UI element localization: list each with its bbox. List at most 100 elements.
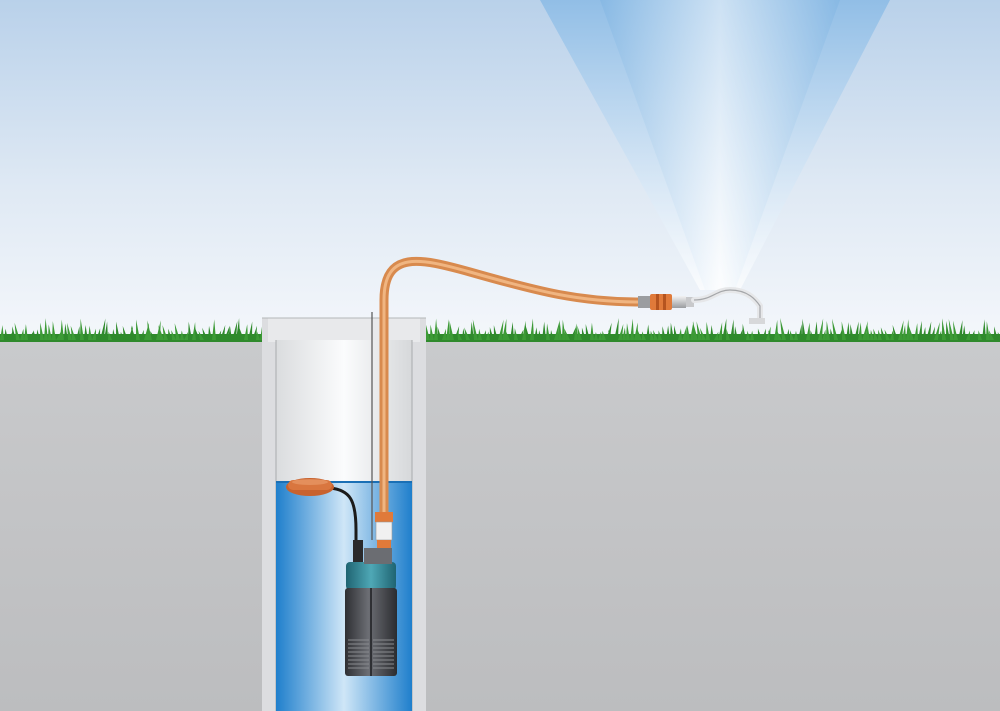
grass-blade xyxy=(810,330,814,340)
grass-blade xyxy=(646,324,650,340)
grass-blade xyxy=(626,323,630,340)
grass-blade xyxy=(40,322,44,340)
grass-blade xyxy=(686,325,690,340)
grass-blade xyxy=(832,318,838,340)
grass-blade xyxy=(757,328,762,340)
grass-blade xyxy=(574,323,578,340)
grass-blade xyxy=(948,319,954,340)
grass-blade xyxy=(538,330,542,340)
grass-blade xyxy=(4,328,8,340)
grass-blade xyxy=(997,331,1000,340)
grass-blade xyxy=(168,328,172,340)
grass-blade xyxy=(884,329,890,340)
grass-blade xyxy=(14,322,20,340)
grass-blade xyxy=(722,318,727,340)
grass-blade xyxy=(442,328,446,340)
grass-blade xyxy=(554,321,560,340)
grass-blade xyxy=(862,320,868,340)
grass-blade xyxy=(522,320,526,340)
grass-blade xyxy=(590,322,594,340)
grass-blade xyxy=(464,327,470,340)
grass-blade xyxy=(634,322,638,340)
grass-blade xyxy=(505,330,510,340)
grass-blade xyxy=(120,331,124,340)
grass-blade xyxy=(682,325,687,340)
grass-blade xyxy=(232,320,238,340)
spray-nozzle xyxy=(691,286,765,324)
grass-blade xyxy=(608,329,614,340)
grass-blade xyxy=(147,320,152,340)
grass-blade xyxy=(692,321,698,340)
grass-blade xyxy=(84,325,88,340)
grass-blade xyxy=(838,327,843,340)
grass-blade xyxy=(562,319,566,340)
grass-blade xyxy=(714,331,719,340)
grass-blade xyxy=(162,325,168,340)
grass-blade xyxy=(774,319,778,340)
grass-blade xyxy=(598,331,602,340)
grass-blade xyxy=(482,330,486,340)
grass-blade xyxy=(564,328,570,340)
grass-blade xyxy=(858,322,862,340)
grass-blade xyxy=(180,330,184,340)
grass-blade xyxy=(67,322,72,340)
grass-blade xyxy=(890,330,894,340)
grass-blade xyxy=(92,328,96,340)
float-switch xyxy=(286,478,334,496)
grass-blade xyxy=(430,324,434,340)
grass-blade xyxy=(602,330,606,340)
grass-blade xyxy=(594,331,598,340)
grass-blade xyxy=(192,321,196,340)
grass-blade xyxy=(236,318,240,340)
grass-blade xyxy=(256,331,260,340)
grass-blade xyxy=(880,327,886,340)
grass-blade xyxy=(96,328,101,340)
grass-blade xyxy=(650,330,654,340)
grass-blade xyxy=(734,326,738,340)
grass-blade xyxy=(220,325,226,340)
grass-blade xyxy=(502,318,507,340)
grass-blade xyxy=(670,322,674,340)
grass-blade xyxy=(64,323,68,340)
grass-blade xyxy=(493,325,498,340)
pump-outlet-connector xyxy=(375,512,393,522)
grass-blade xyxy=(988,330,994,340)
grass-blade xyxy=(870,329,874,340)
grass-blade xyxy=(878,329,882,340)
grass-blade xyxy=(794,330,798,340)
grass-blade xyxy=(0,325,4,340)
float-switch-cable xyxy=(329,486,358,560)
grass-blade xyxy=(174,323,180,340)
grass-blade xyxy=(244,324,248,340)
grass-blade xyxy=(614,318,619,340)
grass-blade xyxy=(462,328,466,340)
grass-blade xyxy=(630,318,634,340)
grass-blade xyxy=(131,325,136,340)
grass-blade xyxy=(970,330,975,340)
grass-blade xyxy=(696,321,702,340)
grass-blade xyxy=(489,327,494,340)
grass-blade xyxy=(171,330,176,340)
grass-blade xyxy=(434,318,438,340)
grass-blade xyxy=(662,326,666,340)
grass-blade xyxy=(946,320,950,340)
grass-blade xyxy=(830,328,834,340)
grass-blade xyxy=(202,327,208,340)
grass-blade xyxy=(814,321,818,340)
grass-blade xyxy=(570,327,576,340)
grass-blade xyxy=(892,324,898,340)
grass-blade xyxy=(866,325,870,340)
grass-blade xyxy=(846,322,850,340)
grass-blade xyxy=(953,320,958,340)
grass-blade xyxy=(934,322,940,340)
grass-blade xyxy=(914,323,918,340)
grass-blade xyxy=(818,318,824,340)
grass-blade xyxy=(973,331,978,340)
grass-blade xyxy=(746,330,750,340)
grass-blade xyxy=(978,330,982,340)
grass-blade xyxy=(730,319,734,340)
grass-blade xyxy=(188,321,192,340)
grass-blade xyxy=(514,328,518,340)
grass-blade xyxy=(558,319,562,340)
